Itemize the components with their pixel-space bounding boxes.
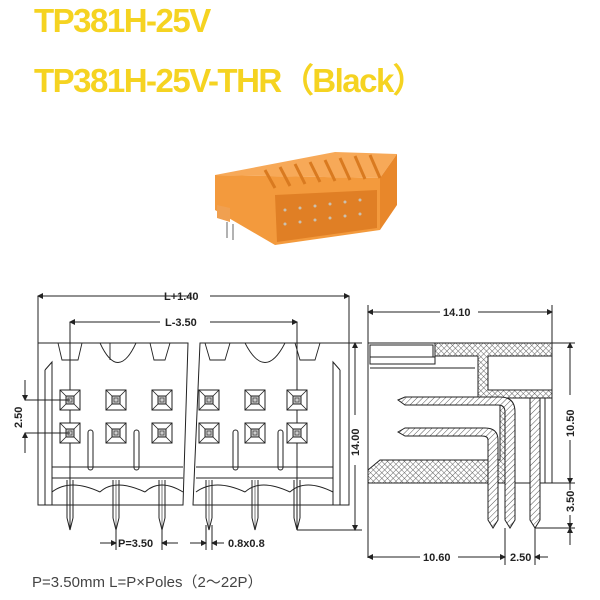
dim-row-spacing-label: 2.50 — [13, 407, 25, 428]
product-title-secondary: TP381H-25V-THR（Black） — [34, 62, 426, 99]
dim-pin-length-label: 3.50 — [565, 491, 577, 512]
dim-height-label: 14.00 — [350, 428, 362, 456]
dim-depth-label: 14.10 — [443, 307, 471, 319]
dim-pin-spacing-label: 2.50 — [510, 552, 531, 564]
front-terminals — [59, 389, 308, 444]
technical-drawing: L+1.40 L-3.50 2.50 14.00 P=3.50 0.8x0.8 — [13, 291, 577, 565]
side-view — [367, 305, 575, 565]
dim-pin-section-label: 0.8x0.8 — [228, 538, 265, 550]
dim-pitch-span-label: L-3.50 — [165, 317, 197, 329]
front-view — [37, 293, 350, 530]
spec-note: P=3.50mm L=P×Poles（2～22P） — [32, 574, 263, 591]
dim-overall-label: L+1.40 — [164, 291, 199, 303]
connector-photo — [215, 152, 397, 245]
dim-pitch-label: P=3.50 — [118, 538, 153, 550]
product-title-primary: TP381H-25V — [34, 2, 211, 39]
dim-body-height-label: 10.50 — [565, 409, 577, 437]
dim-front-to-pin-label: 10.60 — [423, 552, 451, 564]
